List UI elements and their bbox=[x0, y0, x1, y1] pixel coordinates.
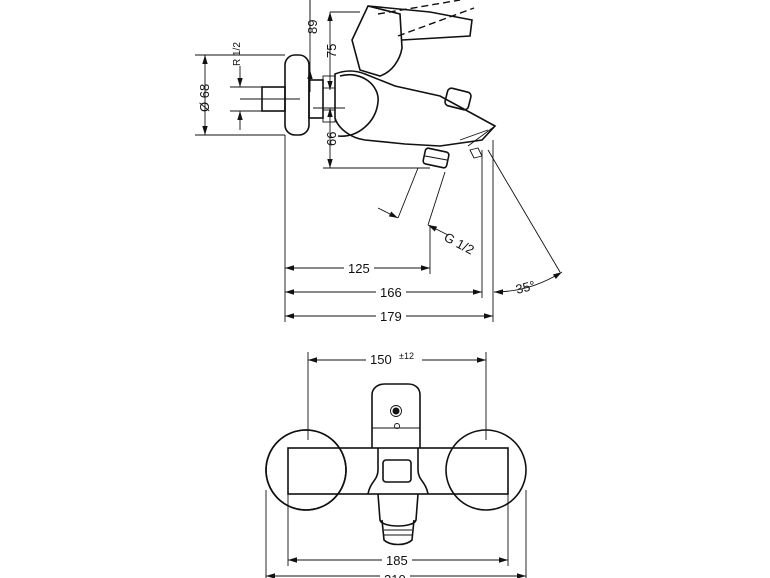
dim-185: 185 bbox=[386, 553, 408, 568]
front-diverter bbox=[382, 459, 412, 483]
mixer-body bbox=[334, 70, 497, 147]
dim-thread-g12: G 1/2 bbox=[442, 229, 477, 257]
shower-outlet bbox=[422, 147, 450, 169]
dim-66: 66 bbox=[324, 132, 339, 146]
lever-open-dashed bbox=[377, 0, 475, 37]
dim-angle-35: 35° bbox=[514, 278, 537, 297]
dim-166: 166 bbox=[380, 285, 402, 300]
lever-arm bbox=[367, 5, 473, 41]
dim-thread-r12: R 1/2 bbox=[232, 42, 243, 66]
connector-nut bbox=[308, 79, 324, 119]
dim-diameter-68: Ø 68 bbox=[197, 84, 212, 112]
side-view: Ø 68 R 1/2 89 75 66 G 1/2 125 bbox=[195, 0, 563, 324]
dim-179: 179 bbox=[380, 309, 402, 324]
connector-nut-hex bbox=[322, 75, 336, 123]
dim-210: 210 bbox=[384, 572, 406, 578]
front-spout bbox=[377, 493, 419, 527]
dim-75: 75 bbox=[324, 44, 339, 58]
lever-indicator bbox=[392, 407, 400, 415]
mixer-sphere bbox=[337, 73, 379, 137]
dim-150-tolerance: ±12 bbox=[399, 351, 414, 361]
dim-150: 150 bbox=[370, 352, 392, 367]
lever-base bbox=[351, 5, 403, 77]
dim-125: 125 bbox=[348, 261, 370, 276]
front-view: 150 ±12 185 210 bbox=[265, 351, 527, 578]
dim-89: 89 bbox=[305, 20, 320, 34]
right-rosette bbox=[445, 429, 527, 511]
wall-rosette bbox=[284, 54, 310, 136]
front-lever bbox=[371, 383, 421, 448]
diverter-knob bbox=[444, 87, 472, 111]
front-outlet-neck bbox=[367, 448, 429, 495]
front-body-bar bbox=[287, 447, 509, 495]
